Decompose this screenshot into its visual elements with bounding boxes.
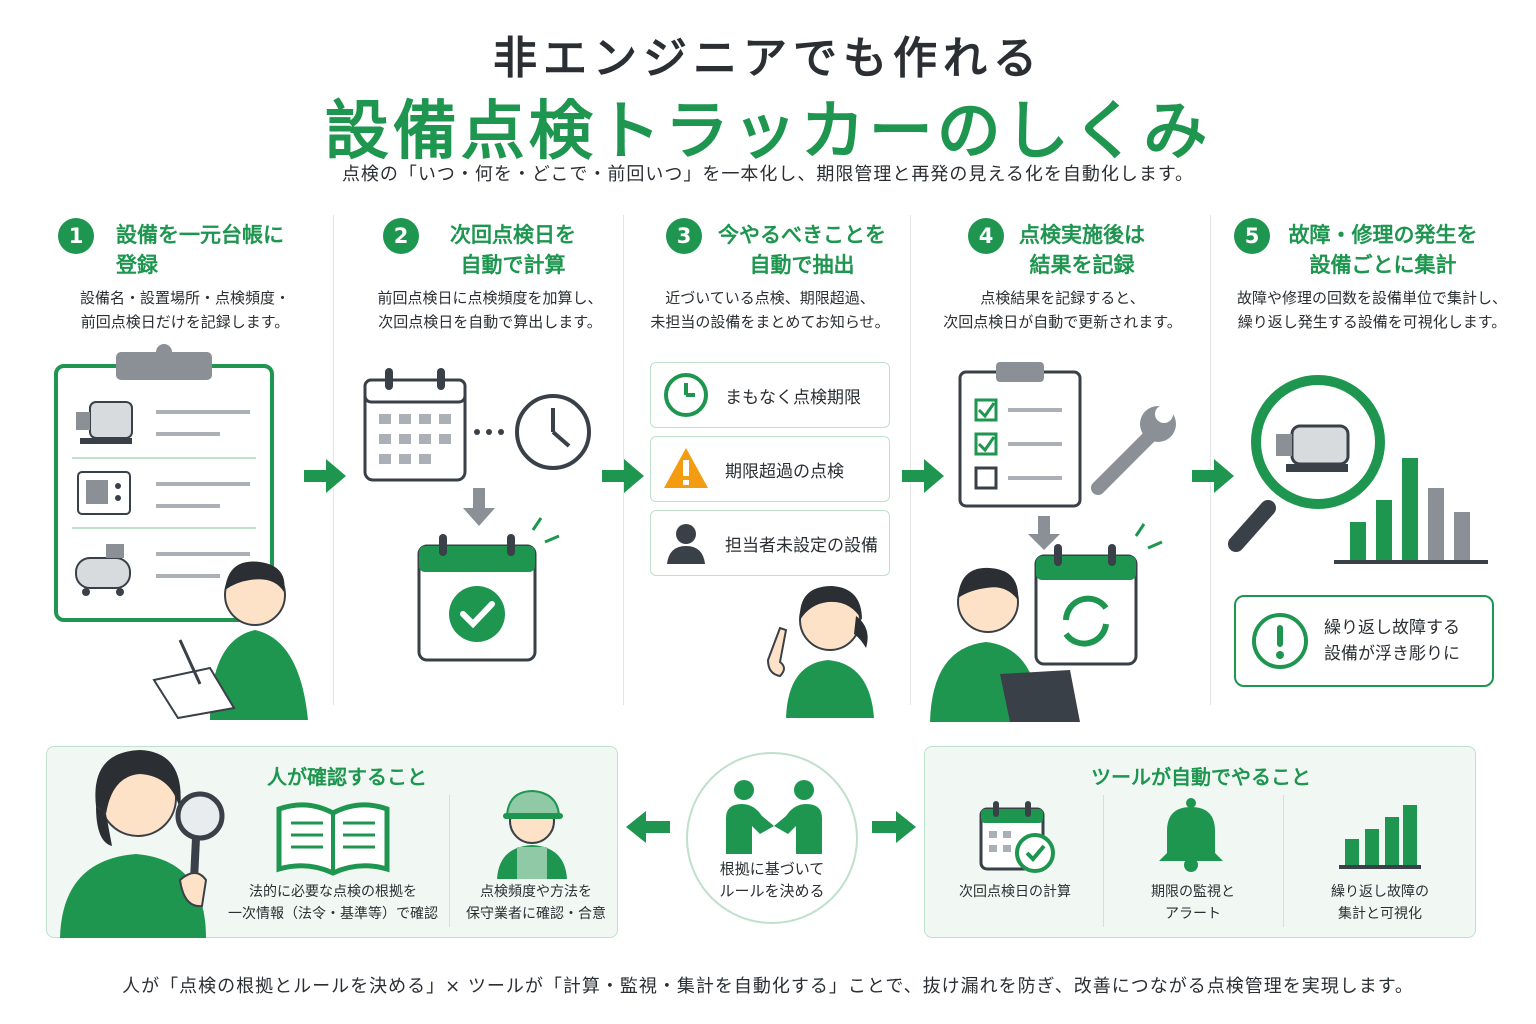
step-desc: 未担当の設備をまとめてお知らせ。 [650, 313, 890, 331]
calendar-refresh-icon [1034, 523, 1163, 666]
tool-item-text: 期限の監視と [1151, 884, 1235, 900]
page-subtitle: 点検の「いつ・何を・どこで・前回いつ」を一本化し、期限管理と再発の見える化を自動… [341, 164, 1195, 185]
woman-magnifier-icon [60, 750, 225, 938]
step-number: 5 [1234, 218, 1270, 254]
warning-icon [664, 448, 708, 488]
panel-title: ツールが自動でやること [1091, 765, 1311, 789]
panel-divider [449, 795, 450, 927]
checklist-icon [958, 362, 1082, 508]
step-title: 故障・修理の発生を [1288, 223, 1478, 247]
alert-upcoming: まもなく点検期限 [650, 362, 890, 428]
equipment-ledger-illustration [54, 344, 308, 720]
maintenance-worker-icon [497, 789, 567, 879]
tool-item-text: 集計と可視化 [1338, 906, 1422, 922]
step-title: 設備ごとに集計 [1309, 253, 1457, 277]
rules-circle: 根拠に基づいて ルールを決める [686, 752, 858, 924]
bar-chart-icon [1339, 805, 1421, 869]
page-title: 設備点検トラッカーのしくみ [324, 95, 1212, 169]
bar-chart-icon [1334, 458, 1488, 564]
arrow-right-icon [602, 459, 644, 493]
arrow-right-icon [1192, 459, 1234, 493]
panel-title: 人が確認すること [267, 765, 427, 789]
step-number: 3 [666, 218, 702, 254]
step-desc: 設備名・設置場所・点検頻度・ [79, 289, 290, 307]
alert-label: 担当者未設定の設備 [725, 535, 878, 556]
tool-item-text: アラート [1165, 906, 1221, 922]
wrench-icon [1091, 405, 1176, 495]
pump-icon [76, 401, 133, 444]
repeat-failure-callout: 繰り返し故障する 設備が浮き彫りに [1234, 595, 1494, 687]
tool-item-text: 繰り返し故障の [1331, 884, 1429, 900]
human-item-text: 保守業者に確認・合意 [466, 906, 606, 922]
callout-text: 設備が浮き彫りに [1324, 644, 1460, 664]
step-desc: 繰り返し発生する設備を可視化します。 [1237, 313, 1507, 331]
woman-pointing-icon [766, 586, 874, 718]
step-divider [333, 215, 334, 705]
step-number: 2 [383, 218, 419, 254]
step-divider [1210, 215, 1211, 705]
step-title: 自動で抽出 [749, 253, 855, 277]
step-title: 点検実施後は [1019, 223, 1145, 247]
step-number: 1 [58, 218, 94, 254]
step-divider [910, 215, 911, 705]
date-calculation-illustration [363, 368, 591, 662]
step-title: 設備を一元台帳に [116, 223, 284, 247]
record-result-illustration [930, 362, 1176, 722]
step-desc: 近づいている点検、期限超過、 [665, 289, 875, 307]
worker-clipboard-icon [930, 567, 1080, 722]
alert-label: 期限超過の点検 [725, 461, 844, 482]
bell-icon [1159, 798, 1223, 872]
callout-text: 繰り返し故障する [1324, 618, 1460, 638]
center-text: ルールを決める [719, 882, 825, 900]
step-title: 次回点検日を [450, 223, 576, 247]
failure-analysis-illustration [1228, 375, 1488, 564]
step-divider [623, 215, 624, 705]
step-desc: 前回点検日だけを記録します。 [80, 313, 290, 331]
step-desc: 故障や修理の回数を設備単位で集計し、 [1236, 289, 1507, 307]
tool-panel: ツールが自動でやること 次回点検日の計算 期限の監視と アラート 繰り返し故障の… [924, 746, 1476, 938]
center-text: 根拠に基づいて [719, 860, 825, 878]
alert-unassigned: 担当者未設定の設備 [650, 510, 890, 576]
calendar-check-icon [979, 801, 1055, 873]
footer-text: 人が「点検の根拠とルールを決める」× ツールが「計算・監視・集計を自動化する」こ… [122, 976, 1414, 997]
step-desc: 点検結果を記録すると、 [980, 289, 1145, 307]
tool-item-text: 次回点検日の計算 [959, 884, 1071, 900]
step-number: 4 [968, 218, 1004, 254]
arrow-down-icon [463, 488, 495, 526]
alert-overdue: 期限超過の点検 [650, 436, 890, 502]
step-title: 結果を記録 [1029, 253, 1135, 277]
worker-writing-icon [152, 561, 308, 720]
human-item-text: 一次情報（法令・基準等）で確認 [228, 906, 438, 922]
title-top: 非エンジニアでも作れる [493, 33, 1043, 84]
step-title: 登録 [116, 253, 158, 277]
arrow-right-icon [304, 459, 346, 493]
arrow-right-icon [872, 811, 916, 843]
exclamation-icon [1252, 613, 1308, 669]
human-item-text: 点検頻度や方法を [480, 884, 592, 900]
arrow-down-icon [1028, 516, 1060, 550]
compressor-icon [75, 544, 131, 596]
control-panel-icon [77, 471, 131, 515]
arrow-left-icon [626, 811, 670, 843]
panel-divider [1283, 795, 1284, 927]
person-icon [667, 524, 705, 564]
calendar-icon [363, 368, 467, 482]
step-desc: 次回点検日を自動で算出します。 [378, 313, 602, 331]
clock-icon [515, 394, 591, 470]
panel-divider [1103, 795, 1104, 927]
open-book-icon [276, 802, 390, 876]
step-desc: 前回点検日に点検頻度を加算し、 [377, 289, 603, 307]
calendar-check-icon [417, 517, 560, 662]
handshake-icon [726, 780, 822, 854]
step-desc: 次回点検日が自動で更新されます。 [943, 313, 1182, 331]
clock-icon [664, 373, 708, 417]
step-title: 今やるべきことを [718, 223, 886, 247]
arrow-right-icon [902, 459, 944, 493]
human-item-text: 法的に必要な点検の根拠を [249, 884, 417, 900]
magnifier-icon [1228, 375, 1385, 552]
alert-label: まもなく点検期限 [725, 387, 861, 408]
step-title: 自動で計算 [460, 253, 566, 277]
